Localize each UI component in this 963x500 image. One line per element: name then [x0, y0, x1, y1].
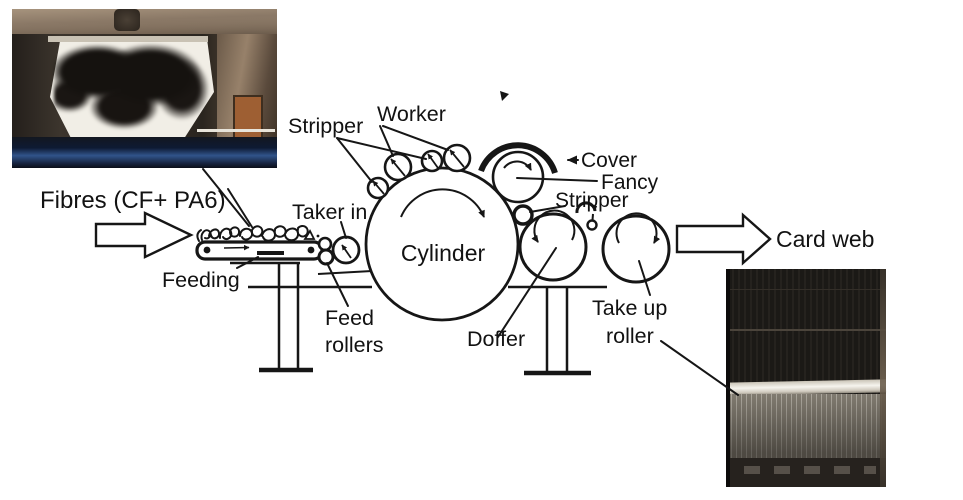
stripper-right-label: Stripper	[555, 189, 629, 212]
photo-edge-line	[726, 289, 886, 290]
worker-label: Worker	[377, 102, 446, 126]
cover-arc	[478, 142, 558, 174]
fibres-label-leader	[227, 188, 253, 228]
card-web-output-arrow	[675, 212, 772, 266]
doffer-leader	[497, 247, 557, 338]
take-up-roller	[601, 212, 671, 284]
photo-highlight-line	[197, 129, 275, 132]
photo-orange-fixture	[233, 95, 263, 141]
feeding-label: Feeding	[162, 268, 240, 292]
photo-lower-frame	[726, 458, 886, 487]
taker-in-label: Taker in	[292, 200, 367, 224]
photo-detail-dashes	[744, 466, 876, 474]
stripper-right-leader	[529, 205, 566, 213]
doffer-label: Doffer	[467, 327, 525, 351]
cover-label: Cover	[581, 149, 637, 172]
worker-stripper-rollers	[366, 143, 472, 200]
take-up-photo-leader	[660, 340, 739, 396]
photo-fibre-mass	[54, 37, 210, 137]
photo-metal-beam	[12, 9, 277, 34]
take-up-label-line1: Take up	[592, 296, 667, 320]
doffer-roller	[518, 209, 588, 282]
fibre-input-arrow	[94, 211, 194, 259]
cylinder-roller	[364, 166, 520, 322]
stripper2-leader	[336, 137, 427, 160]
photo-blue-roller	[12, 137, 277, 168]
photo-to-fibres-leader	[202, 168, 250, 227]
fibres-label: Fibres (CF+ PA6)	[40, 187, 226, 214]
stripper-roller-right	[512, 204, 534, 226]
fancy-leader	[516, 177, 598, 182]
stripper-hook	[575, 201, 598, 231]
feeding-leader	[236, 256, 259, 269]
leader-lines	[202, 125, 739, 396]
photo-left-edge	[726, 269, 730, 487]
taker-in-leader	[340, 221, 347, 239]
worker1-leader	[379, 125, 394, 157]
take-up-leader	[638, 260, 651, 296]
feeding-table	[195, 240, 324, 261]
photo-edge-line	[726, 329, 886, 331]
fancy-roller	[478, 91, 558, 204]
cylinder-label: Cylinder	[401, 240, 486, 266]
ink-speck	[500, 91, 509, 101]
feed-rollers	[317, 236, 335, 266]
fibre-tufts	[196, 224, 324, 242]
worker2-leader	[382, 125, 449, 151]
card-web-label: Card web	[776, 226, 874, 252]
fancy-label: Fancy	[601, 171, 659, 194]
photo-right-edge	[880, 269, 886, 487]
photo-web-sheet	[726, 394, 886, 458]
feed-rollers-label-line2: rollers	[325, 333, 384, 357]
photo-knob	[114, 9, 140, 31]
machine-frame	[230, 261, 607, 376]
stripper1-leader	[336, 137, 373, 183]
take-up-label-line2: roller	[606, 324, 654, 348]
feed-rollers-label-line1: Feed	[325, 306, 374, 330]
taker-in-roller	[331, 235, 361, 265]
feed-rollers-leader	[326, 262, 349, 307]
fibre-feed-photo	[12, 9, 277, 168]
stripper-top-label: Stripper	[288, 114, 363, 138]
card-web-photo	[725, 269, 887, 487]
